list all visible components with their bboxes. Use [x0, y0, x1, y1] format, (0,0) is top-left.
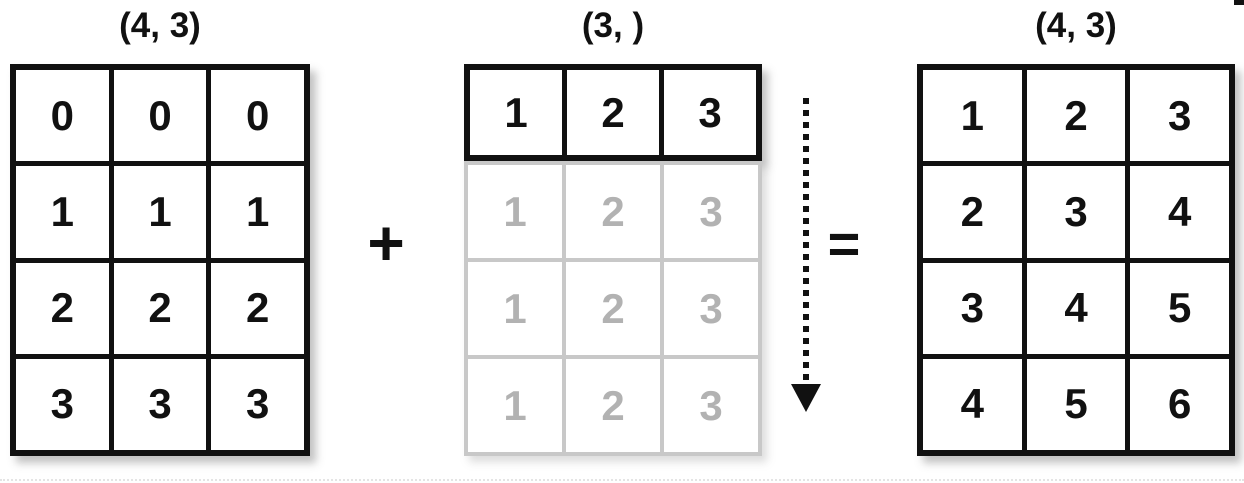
matrix-cell: 1 — [16, 166, 109, 258]
broadcast-arrow-down-icon — [791, 384, 821, 412]
ghost-matrix-cell: 1 — [468, 359, 562, 452]
ghost-matrix-cell: 1 — [468, 165, 562, 258]
matrix-cell: 1 — [923, 70, 1022, 162]
equals-operator: = — [827, 211, 861, 275]
result-matrix-shape-label: (4, 3) — [1035, 6, 1117, 45]
left-matrix-shape-label: (4, 3) — [119, 6, 201, 45]
matrix-cell: 2 — [923, 166, 1022, 258]
ghost-matrix-cell: 3 — [664, 165, 758, 258]
ghost-matrix-cell: 2 — [566, 359, 660, 452]
matrix-cell: 3 — [923, 262, 1022, 354]
matrix-cell: 5 — [1026, 358, 1126, 450]
matrix-cell: 2 — [211, 262, 304, 354]
ghost-matrix-cell: 3 — [664, 359, 758, 452]
matrix-cell: 2 — [16, 262, 109, 354]
matrix-cell: 1 — [470, 70, 562, 155]
broadcast-arrow-line — [803, 98, 809, 384]
matrix-cell: 0 — [113, 70, 207, 162]
matrix-cell: 6 — [1130, 358, 1229, 450]
matrix-cell: 5 — [1130, 262, 1229, 354]
middle-vector-shape-label: (3, ) — [581, 6, 645, 45]
matrix-cell: 1 — [211, 166, 304, 258]
ghost-matrix-cell: 2 — [566, 165, 660, 258]
matrix-cell: 0 — [211, 70, 304, 162]
matrix-cell: 3 — [211, 358, 304, 450]
bottom-edge-line — [0, 479, 1244, 481]
matrix-cell: 2 — [567, 70, 659, 155]
matrix-cell: 3 — [1130, 70, 1229, 162]
middle-vector-active-row: 1 2 3 — [464, 64, 762, 161]
matrix-cell: 3 — [113, 358, 207, 450]
middle-vector-broadcast-rows: 1 2 3 1 2 3 1 2 3 — [464, 161, 762, 456]
result-matrix: 1 2 3 2 3 4 3 4 5 4 5 6 — [917, 64, 1235, 456]
ghost-matrix-cell: 2 — [566, 262, 660, 355]
ghost-matrix-cell: 1 — [468, 262, 562, 355]
ghost-matrix-cell: 3 — [664, 262, 758, 355]
matrix-cell: 4 — [923, 358, 1022, 450]
matrix-cell: 3 — [1026, 166, 1126, 258]
matrix-cell: 4 — [1130, 166, 1229, 258]
matrix-cell: 2 — [113, 262, 207, 354]
matrix-cell: 3 — [664, 70, 756, 155]
corner-crop-mark — [1234, 0, 1244, 5]
matrix-cell: 3 — [16, 358, 109, 450]
matrix-cell: 1 — [113, 166, 207, 258]
left-matrix: 0 0 0 1 1 1 2 2 2 3 3 3 — [10, 64, 310, 456]
matrix-cell: 2 — [1026, 70, 1126, 162]
matrix-cell: 0 — [16, 70, 109, 162]
plus-operator: + — [367, 207, 405, 279]
matrix-cell: 4 — [1026, 262, 1126, 354]
